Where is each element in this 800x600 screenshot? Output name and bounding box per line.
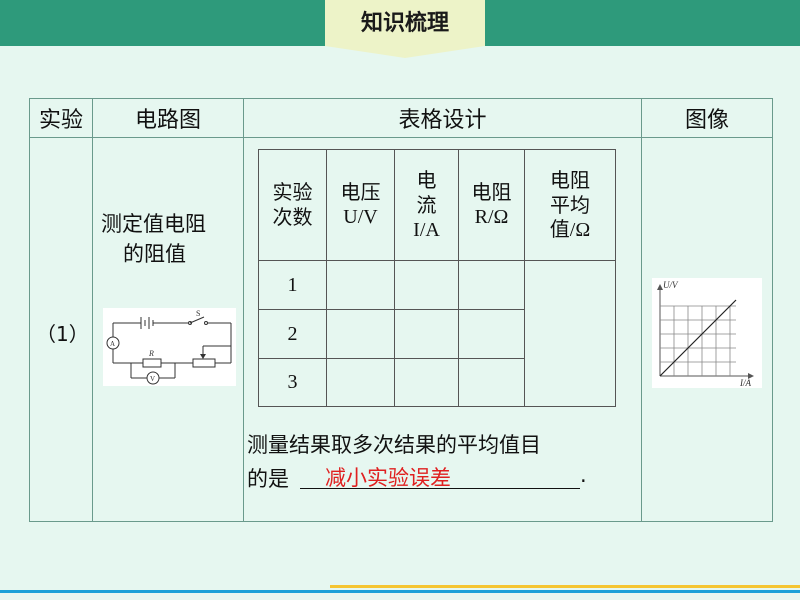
measure-note-prefix: 的是 xyxy=(247,467,289,491)
table-row-1-resistance xyxy=(458,260,525,310)
th-resistance-unit: R/Ω xyxy=(474,206,509,228)
table-row-3-current xyxy=(394,358,459,407)
th-average-line2: 平均 xyxy=(549,192,590,217)
table-row-1-index: 1 xyxy=(258,260,327,310)
experiment-name-line2: 的阻值 xyxy=(123,242,186,266)
th-current-unit: I/A xyxy=(413,218,440,241)
measure-note-line1: 测量结果取多次结果的平均值目 xyxy=(247,433,541,457)
circuit-label-s: S xyxy=(196,309,200,318)
title-tab xyxy=(325,0,485,46)
table-row-1-current xyxy=(394,260,459,310)
bottom-accent-blue xyxy=(0,590,800,593)
header-circuit: 电路图 xyxy=(92,98,244,138)
ui-graph: U/V I/A xyxy=(652,278,762,388)
cell-index: （1） xyxy=(29,137,93,522)
circuit-label-v: V xyxy=(150,375,155,383)
th-current-line1: 电 xyxy=(416,167,437,192)
th-voltage-line1: 电压 xyxy=(340,180,381,204)
th-average-line1: 电阻 xyxy=(549,167,590,192)
cell-circuit: 测定值电阻 的阻值 xyxy=(92,137,244,522)
header-table-design: 表格设计 xyxy=(243,98,642,138)
table-average-merged xyxy=(524,260,616,407)
header-experiment: 实验 xyxy=(29,98,93,138)
answer-underline xyxy=(300,488,580,489)
table-row-2-index: 2 xyxy=(258,309,327,359)
th-resistance-line1: 电阻 xyxy=(471,180,512,204)
table-row-2-current xyxy=(394,309,459,359)
th-average-resistance: 电阻平均值/Ω xyxy=(524,149,616,261)
circuit-label-a: A xyxy=(110,340,115,348)
th-trial-line1: 实验 xyxy=(272,180,313,204)
th-current-line2: 流 xyxy=(416,192,437,217)
table-row-2-voltage xyxy=(326,309,395,359)
th-average-unit: 值/Ω xyxy=(549,218,591,241)
row-index: （1） xyxy=(36,322,89,346)
header-graph: 图像 xyxy=(641,98,773,138)
table-row-1-voltage xyxy=(326,260,395,310)
cell-graph: U/V I/A xyxy=(641,137,773,522)
th-trial: 实验次数 xyxy=(258,149,327,261)
circuit-label-r: R xyxy=(148,349,154,358)
th-trial-line2: 次数 xyxy=(272,205,313,229)
circuit-diagram: S R A V xyxy=(103,308,236,386)
table-row-2-resistance xyxy=(458,309,525,359)
bottom-accent-yellow xyxy=(330,585,800,588)
experiment-name-line1: 测定值电阻 xyxy=(101,212,206,236)
measure-note-answer: 减小实验误差 xyxy=(325,466,451,490)
measure-note-end: . xyxy=(580,463,587,487)
table-row-3-index: 3 xyxy=(258,358,327,407)
table-row-3-voltage xyxy=(326,358,395,407)
th-voltage-unit: U/V xyxy=(343,206,378,228)
graph-ylabel: U/V xyxy=(663,280,679,290)
page-title: 知识梳理 xyxy=(360,11,449,36)
table-row-3-resistance xyxy=(458,358,525,407)
title-tab-arrow xyxy=(325,46,485,58)
graph-xlabel: I/A xyxy=(739,378,751,388)
